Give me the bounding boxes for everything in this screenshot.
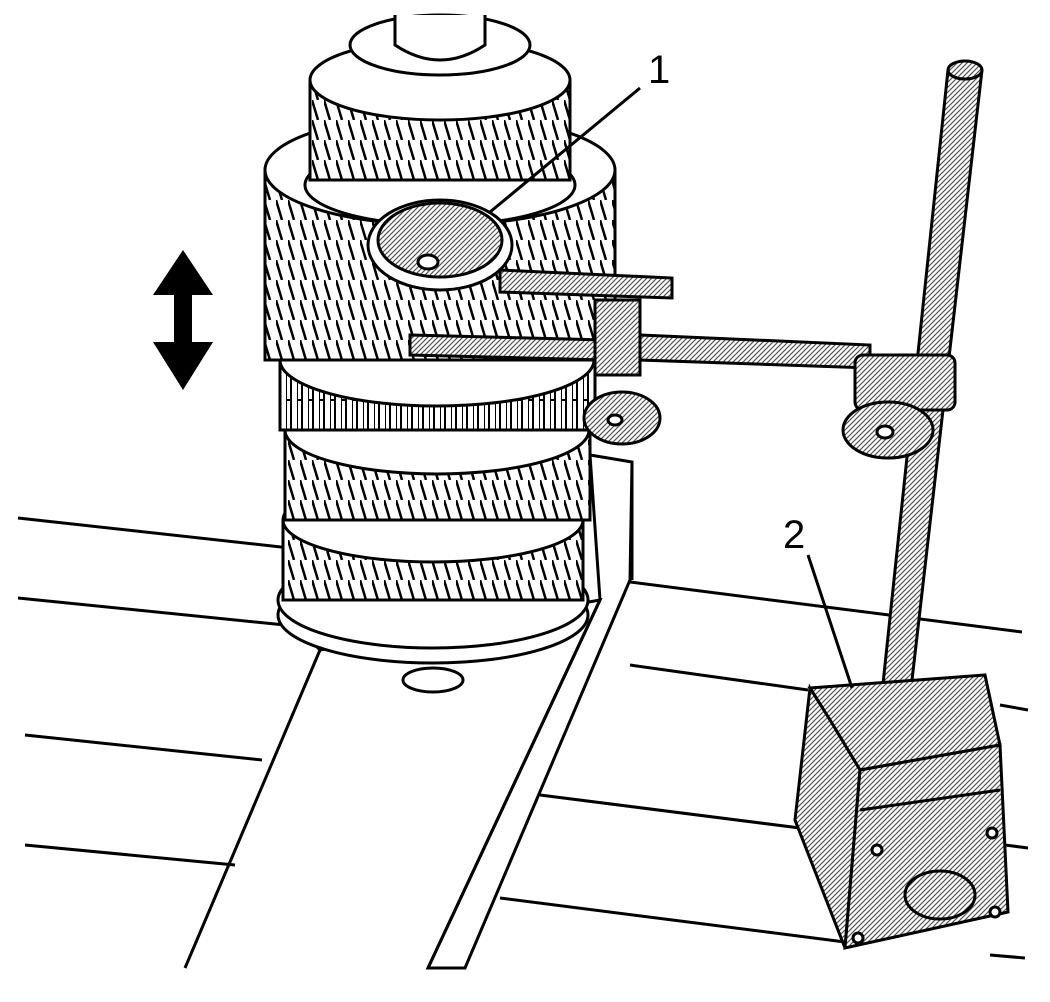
callout-2-label: 2: [783, 513, 806, 557]
bench-line: [17, 596, 286, 627]
double-headed-vertical-arrow-icon: [153, 250, 213, 390]
post-clamp: [853, 353, 957, 412]
bench-line: [499, 896, 846, 944]
bench-line: [989, 953, 1026, 960]
bench-line: [24, 733, 263, 762]
horizontal-rod: [638, 333, 872, 370]
bench-line: [17, 516, 291, 550]
main-shaft: [393, 15, 487, 62]
bench-line: [999, 703, 1029, 712]
bench-line: [629, 663, 809, 692]
dial-indicator: [366, 198, 872, 446]
shaft-end: [401, 666, 465, 694]
magnetic-stand: [793, 59, 1010, 950]
bench-line: [1004, 843, 1029, 850]
gear-stack: [263, 13, 617, 694]
leader-lines: [489, 86, 854, 689]
indicator-plunger: [408, 333, 607, 362]
bench-line: [24, 843, 236, 867]
leader-line-2: [806, 554, 854, 689]
indicator-clamp: [593, 298, 642, 377]
leader-line-1: [489, 86, 641, 214]
indicator-arm: [498, 268, 674, 300]
bench-line: [539, 793, 801, 830]
magnet-switch-knob: [903, 869, 977, 921]
callout-1-label: 1: [648, 48, 671, 92]
